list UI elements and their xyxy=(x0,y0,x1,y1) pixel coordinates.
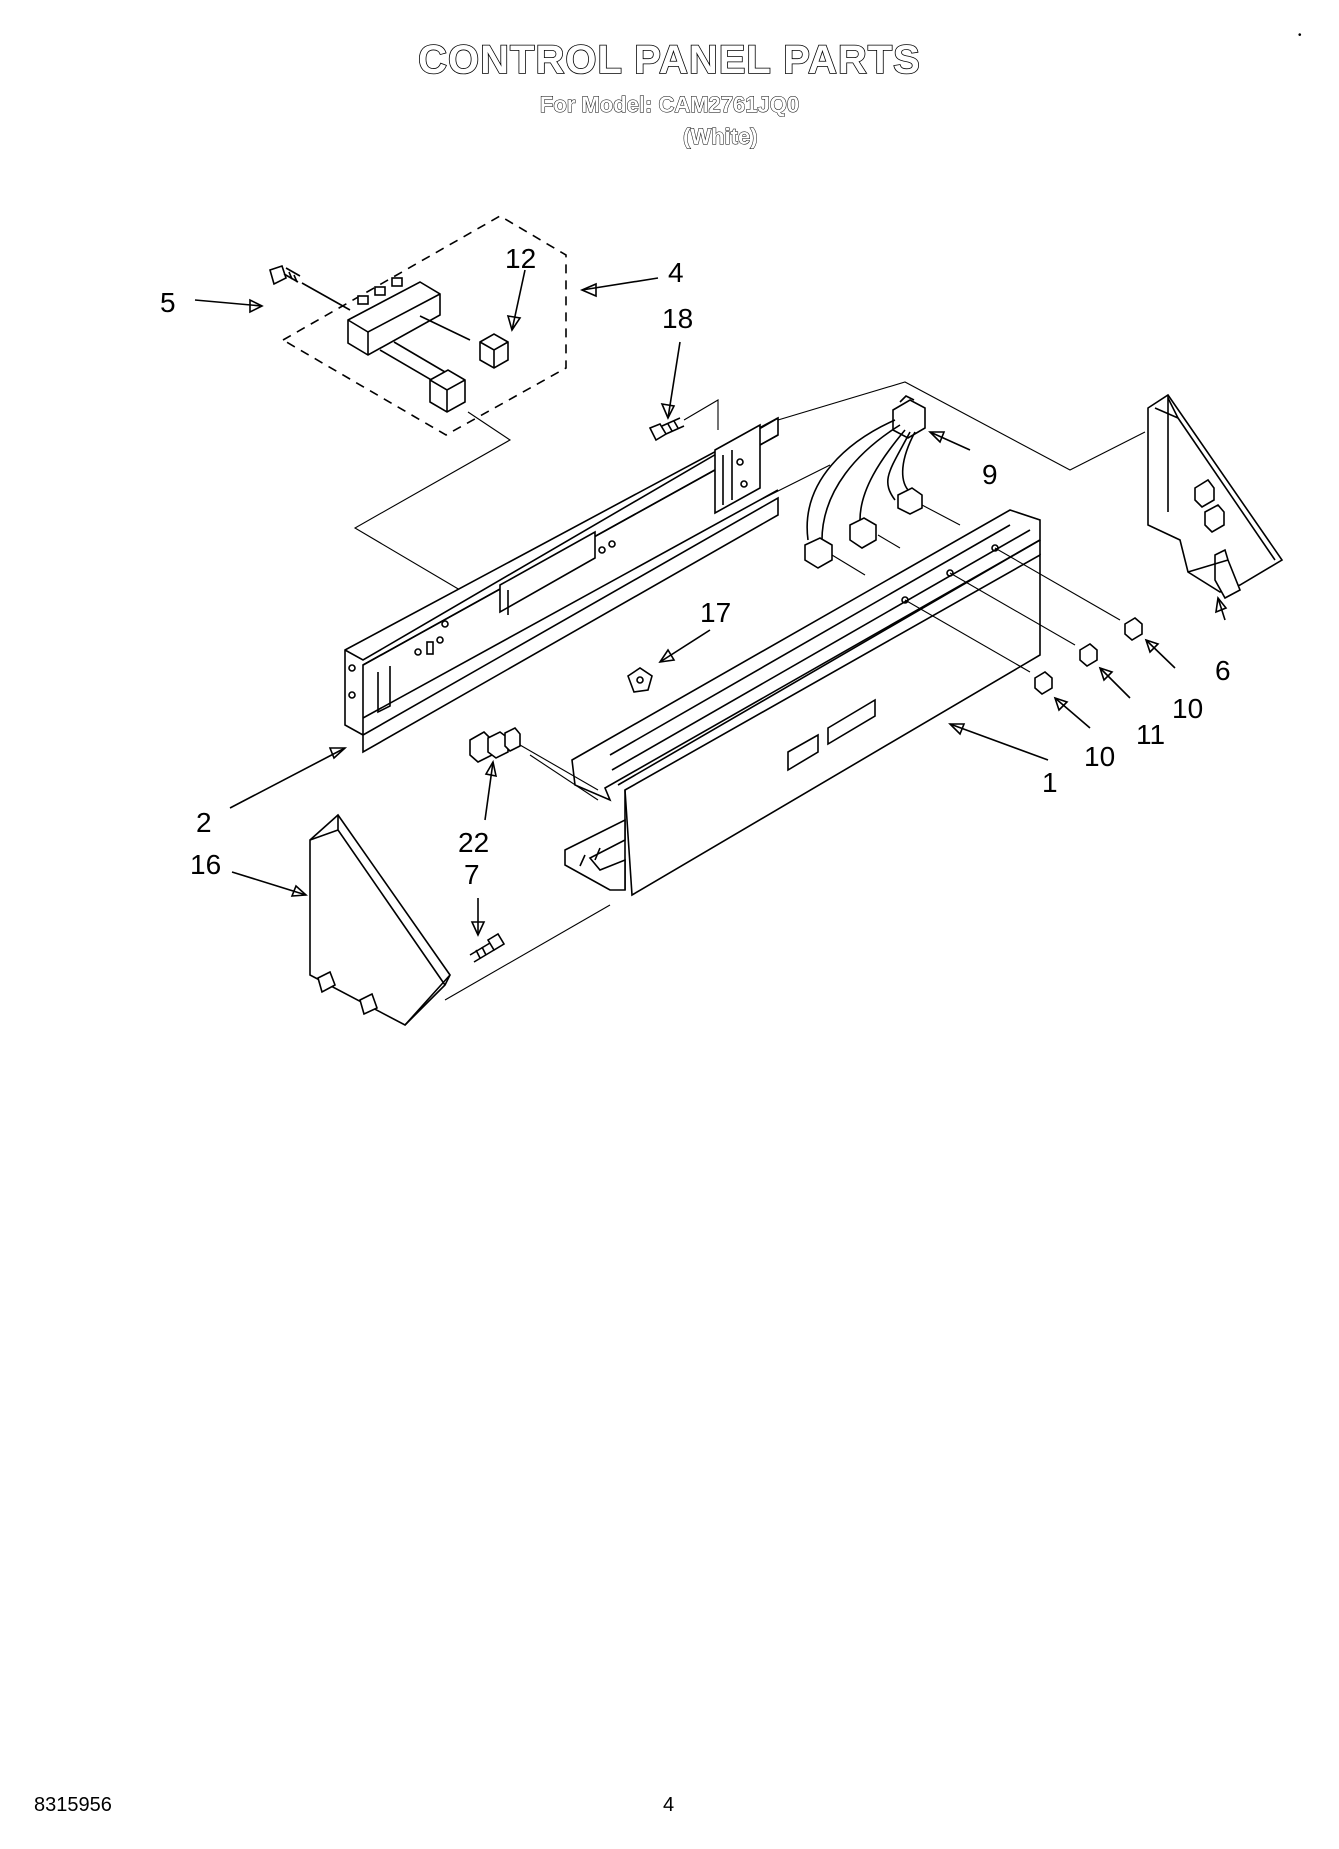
corner-mark: • xyxy=(1298,30,1302,41)
callout-16: 16 xyxy=(190,849,221,880)
callout-22: 22 xyxy=(458,827,489,858)
model-variant: (White) xyxy=(683,124,759,150)
callout-10-lower: 10 xyxy=(1084,741,1115,772)
screw-18 xyxy=(648,399,719,442)
callout-arrows xyxy=(194,269,1228,937)
callout-17: 17 xyxy=(700,597,731,628)
rivets xyxy=(1034,617,1143,695)
callout-9: 9 xyxy=(982,459,998,490)
switch-assembly-group xyxy=(281,215,567,591)
callout-7: 7 xyxy=(464,859,480,890)
page-title: CONTROL PANEL PARTS xyxy=(417,37,921,83)
control-panel xyxy=(444,509,1121,1001)
callout-6: 6 xyxy=(1215,655,1231,686)
callout-2: 2 xyxy=(196,807,212,838)
wire-harness xyxy=(804,395,961,576)
callout-18: 18 xyxy=(662,303,693,334)
screw-7 xyxy=(469,932,506,963)
page-number: 4 xyxy=(663,1794,675,1816)
callout-11: 11 xyxy=(1136,719,1165,750)
callout-12: 12 xyxy=(505,243,536,274)
callout-1: 1 xyxy=(1042,767,1058,798)
model-line: For Model: CAM2761JQ0 xyxy=(539,92,800,118)
connector-22 xyxy=(469,727,599,791)
callout-10-upper: 10 xyxy=(1172,693,1203,724)
callout-4: 4 xyxy=(668,257,684,288)
callout-5: 5 xyxy=(160,287,176,318)
screw-5 xyxy=(269,264,351,311)
right-end-cap xyxy=(1147,393,1284,600)
document-number: 8315956 xyxy=(34,1794,112,1816)
left-end-cap xyxy=(309,813,452,1026)
clip-17 xyxy=(627,667,653,693)
frame-bracket xyxy=(344,416,779,754)
